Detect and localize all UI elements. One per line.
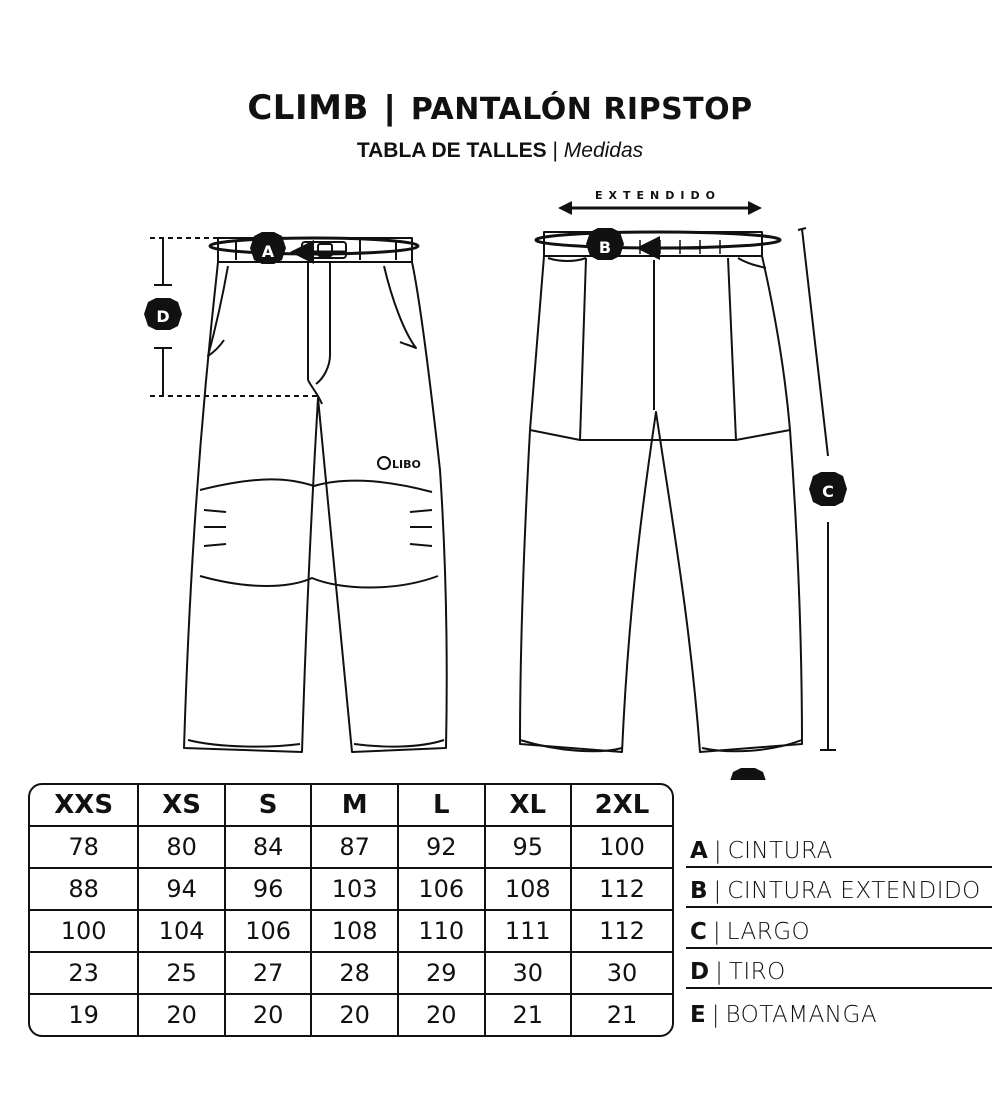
table-cell: 78 [30,826,140,869]
table-cell: 110 [397,910,486,953]
table-row-botamanga: 19 20 20 20 20 21 21 [30,994,672,1035]
table-cell: 103 [311,868,399,911]
subtitle-secondary: Medidas [563,139,644,162]
table-cell: 112 [571,868,672,911]
table-cell: 27 [224,952,313,995]
table-cell: 100 [571,826,672,869]
table-cell: 84 [224,826,313,869]
table-cell: 112 [571,910,672,953]
marker-c: C [809,472,847,506]
table-row-tiro: 23 25 27 28 29 30 30 [30,952,672,995]
page-subtitle: TABLA DE TALLES | Medidas [0,139,1000,163]
marker-d: D [144,298,182,330]
extendido-label: EXTENDIDO [595,189,721,202]
legend-letter: D [690,959,710,986]
table-cell: 23 [30,952,140,995]
brand-name: CLIMB [247,88,369,128]
legend-letter: E [690,1001,706,1028]
table-cell: 108 [311,910,399,953]
table-cell: 20 [397,994,486,1035]
size-header-row: XXS XS S M L XL 2XL [30,785,672,827]
legend-label: BOTAMANGA [725,1001,878,1028]
table-cell: 30 [484,952,573,995]
pants-diagram: LIBO A D [144,189,847,780]
svg-text:LIBO: LIBO [392,458,421,471]
table-cell: 19 [30,994,140,1035]
size-header: S [224,785,313,827]
table-row-largo: 100 104 106 108 110 111 112 [30,910,672,953]
table-cell: 29 [397,952,486,995]
marker-b: B [586,228,624,260]
product-name: PANTALÓN RIPSTOP [410,92,753,127]
svg-text:D: D [156,307,169,326]
table-cell: 20 [224,994,313,1035]
svg-text:E: E [743,777,754,780]
marker-e: E [730,768,766,780]
rise-measure [150,237,318,397]
size-header: XS [138,785,226,827]
subtitle-main: TABLA DE TALLES [356,139,547,162]
subtitle-separator: | [552,139,558,162]
size-table-grid: XXS XS S M L XL 2XL 78 80 84 87 92 95 10… [30,785,672,1035]
legend-separator: | [715,959,723,986]
back-view-pants [519,231,803,753]
marker-a: A [250,232,286,264]
table-cell: 96 [224,868,313,911]
table-row-cintura-extendido: 88 94 96 103 106 108 112 [30,868,672,911]
size-header: M [311,785,399,827]
table-cell: 104 [138,910,226,953]
table-cell: 30 [571,952,672,995]
legend-letter: C [690,918,707,945]
waist-measure-ring [208,236,420,256]
table-cell: 21 [606,1001,638,1029]
extendido-arrow [558,201,762,215]
legend-separator: | [712,918,721,945]
table-cell: 20 [138,994,226,1035]
length-measure [797,227,836,751]
legend-letter: B [690,878,708,905]
legend-item-tiro: D | TIRO [686,949,992,990]
table-cell: 28 [311,952,399,995]
size-header: XL [484,785,573,827]
table-cell: 95 [484,826,573,869]
legend-separator: | [713,878,722,905]
table-cell: 92 [397,826,486,869]
size-header: L [397,785,486,827]
svg-text:C: C [822,482,834,501]
title-separator: | [384,89,395,127]
legend-item-botamanga: E | BOTAMANGA [686,989,992,1030]
legend-label: LARGO [726,918,811,945]
legend-letter: A [690,837,708,864]
size-header: 2XL [571,785,672,827]
table-cell: 106 [224,910,313,953]
table-row-cintura: 78 80 84 87 92 95 100 [30,826,672,869]
table-cell: 100 [30,910,140,953]
svg-text:B: B [599,238,611,257]
table-cell: 111 [484,910,573,953]
table-cell: 94 [138,868,226,911]
page-title: CLIMB | PANTALÓN RIPSTOP [0,88,1000,128]
legend-item-cintura: A | CINTURA [686,827,992,868]
table-cell: 108 [484,868,573,911]
legend-label: TIRO [728,959,786,986]
table-cell: 106 [397,868,486,911]
table-cell: 21 [484,994,573,1035]
legend-item-largo: C | LARGO [686,908,992,949]
size-table: XXS XS S M L XL 2XL 78 80 84 87 92 95 10… [28,783,674,1037]
svg-text:A: A [262,242,275,261]
table-cell: 25 [138,952,226,995]
brand-logo: LIBO [377,456,421,471]
front-view-pants [183,237,448,753]
legend-separator: | [711,1001,720,1028]
table-cell: 80 [138,826,226,869]
table-cell: 88 [30,868,140,911]
legend-item-cintura-extendido: B | CINTURA EXTENDIDO [686,868,992,909]
size-header: XXS [30,785,140,827]
table-cell: 87 [311,826,399,869]
legend-separator: | [713,837,722,864]
legend-label: CINTURA EXTENDIDO [727,878,981,905]
legend-label: CINTURA [727,837,833,864]
table-cell: 20 [311,994,399,1035]
measurement-legend: A | CINTURA B | CINTURA EXTENDIDO C | LA… [686,827,992,1030]
